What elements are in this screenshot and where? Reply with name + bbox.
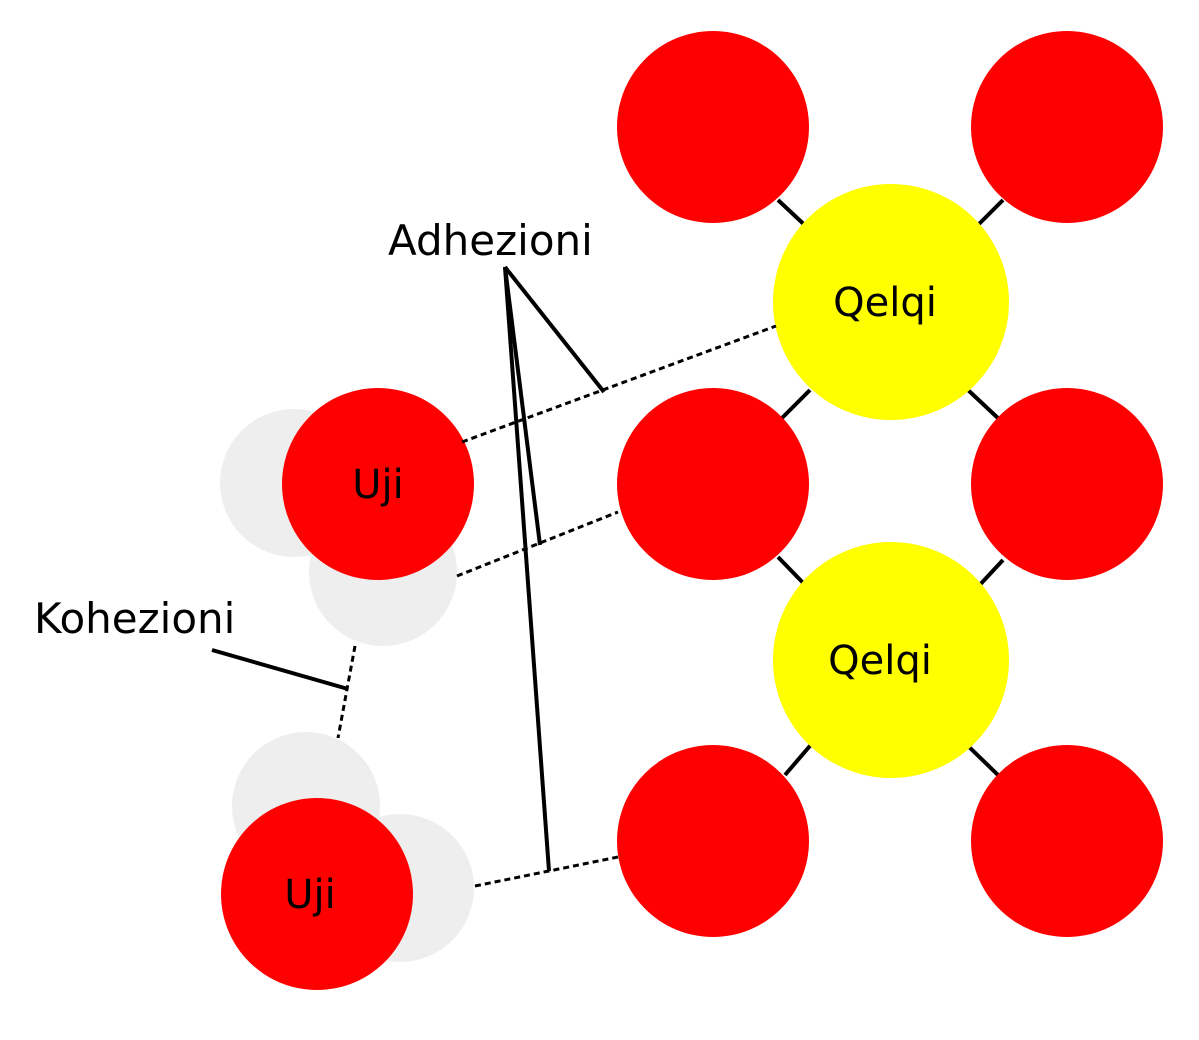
adhesion-pointer-3 <box>503 266 551 872</box>
lattice-bonds <box>776 198 1005 777</box>
bond-glass2-bottomleft <box>783 738 817 777</box>
silicon-atom <box>773 184 1009 420</box>
lattice-oxygen-atom <box>971 388 1163 580</box>
glass-label-1: Qelqi <box>833 280 937 326</box>
adhesion-label: Adhezioni <box>388 216 593 265</box>
adhesion-pointer-2 <box>503 266 542 546</box>
adhesion-line-top <box>461 324 777 444</box>
water-molecule-1: Uji <box>220 388 474 646</box>
water-label-1: Uji <box>352 462 404 508</box>
cohesion-label: Kohezioni <box>34 594 235 643</box>
adhesion-line-bottom <box>474 855 619 888</box>
cohesion-pointer <box>211 648 349 691</box>
lattice-oxygen-atom <box>617 31 809 223</box>
adhesion-pointer-1 <box>503 265 606 394</box>
callout-pointers <box>211 265 606 872</box>
oxygen-atom <box>282 388 474 580</box>
glass-label-2: Qelqi <box>828 638 932 684</box>
attraction-lines <box>336 324 777 888</box>
water-label-2: Uji <box>284 872 336 918</box>
glass-silicon-1: Qelqi <box>773 184 1009 420</box>
lattice-oxygen-atom <box>971 31 1163 223</box>
lattice-oxygen-atom <box>617 388 809 580</box>
silicon-atom <box>773 542 1009 778</box>
adhesion-line-middle <box>456 510 619 578</box>
bond-glass2-bottomright <box>963 741 1000 777</box>
water-molecule-2: Uji <box>221 732 474 990</box>
lattice-oxygen-atom <box>971 745 1163 937</box>
cohesion-line <box>336 645 357 739</box>
lattice-oxygen-atom <box>617 745 809 937</box>
bond-glass1-bottomleft <box>778 388 812 422</box>
glass-silicon-2: Qelqi <box>773 542 1009 778</box>
oxygen-atom <box>221 798 413 990</box>
bond-glass1-bottomright <box>966 388 1002 422</box>
bond-glass1-topright <box>973 198 1005 230</box>
glass-lattice-oxygens <box>617 31 1163 937</box>
